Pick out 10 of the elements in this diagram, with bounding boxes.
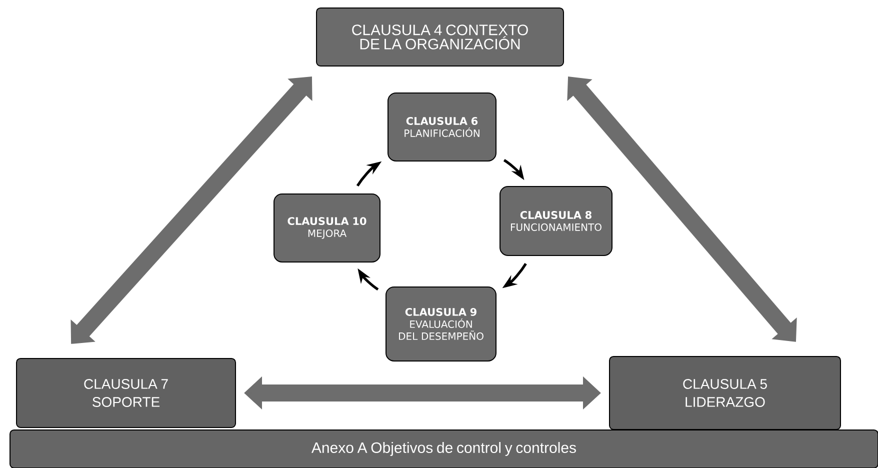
clause-box: CLAUSULA 8 FUNCIONAMIENTO — [500, 186, 612, 256]
double-arrow — [567, 76, 797, 342]
clause-box: CLAUSULA 4 CONTEXTO DE LA ORGANIZACIÓN — [316, 8, 564, 66]
double-arrow — [70, 76, 312, 344]
clause-box: CLAUSULA 7 SOPORTE — [16, 358, 236, 428]
annex-band: Anexo A Objetivos de control y controles — [10, 429, 878, 468]
clause-box: CLAUSULA 5 LIDERAZGO — [609, 356, 841, 430]
clause-box: CLAUSULA 10 MEJORA — [274, 194, 380, 262]
clause-box: CLAUSULA 9 EVALUACIÓN DEL DESEMPEÑO — [386, 286, 496, 362]
clause-box: CLAUSULA 6 PLANIFICACIÓN — [388, 92, 496, 162]
